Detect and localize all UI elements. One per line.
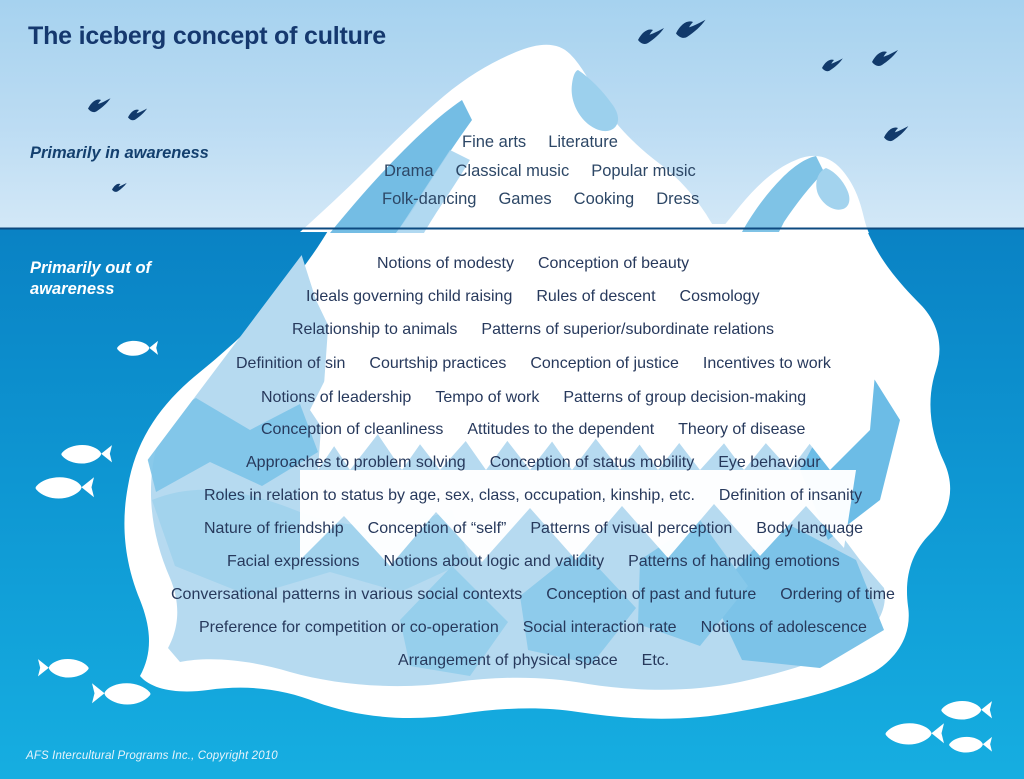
fish-left-mid-2-icon: [35, 477, 94, 499]
copyright-notice: AFS Intercultural Programs Inc., Copyrig…: [26, 750, 278, 762]
iceberg-above-water: [300, 44, 869, 233]
bird-sky-left-3-icon: [112, 182, 127, 192]
bird-sky-mid-2-icon: [676, 19, 706, 38]
page-title: The iceberg concept of culture: [28, 22, 386, 50]
fish-left-mid-1-icon: [61, 445, 112, 464]
bird-sky-right-1-icon: [822, 58, 843, 72]
label-primarily-out-of-awareness: Primarily out of awareness: [30, 258, 190, 299]
label-primarily-in-awareness: Primarily in awareness: [30, 144, 209, 162]
birds-group: [88, 19, 909, 192]
bird-sky-right-3-icon: [884, 126, 909, 142]
fish-bottom-right-1-icon: [885, 723, 944, 745]
fish-bottom-right-2-icon: [941, 701, 992, 720]
fish-bottom-right-3-icon: [949, 736, 992, 753]
fish-bottom-left-1-icon: [38, 659, 89, 678]
bird-sky-mid-1-icon: [638, 28, 664, 44]
label-out-line-1: Primarily out of: [30, 259, 152, 277]
iceberg-underwater: [124, 224, 951, 719]
bird-sky-right-2-icon: [872, 50, 898, 66]
fish-bottom-left-2-icon: [92, 683, 151, 705]
bird-sky-left-2-icon: [128, 108, 148, 121]
fish-left-upper-icon: [117, 340, 158, 356]
label-out-line-2: awareness: [30, 279, 115, 298]
bird-sky-left-1-icon: [88, 98, 111, 113]
fish-group: [35, 340, 992, 753]
